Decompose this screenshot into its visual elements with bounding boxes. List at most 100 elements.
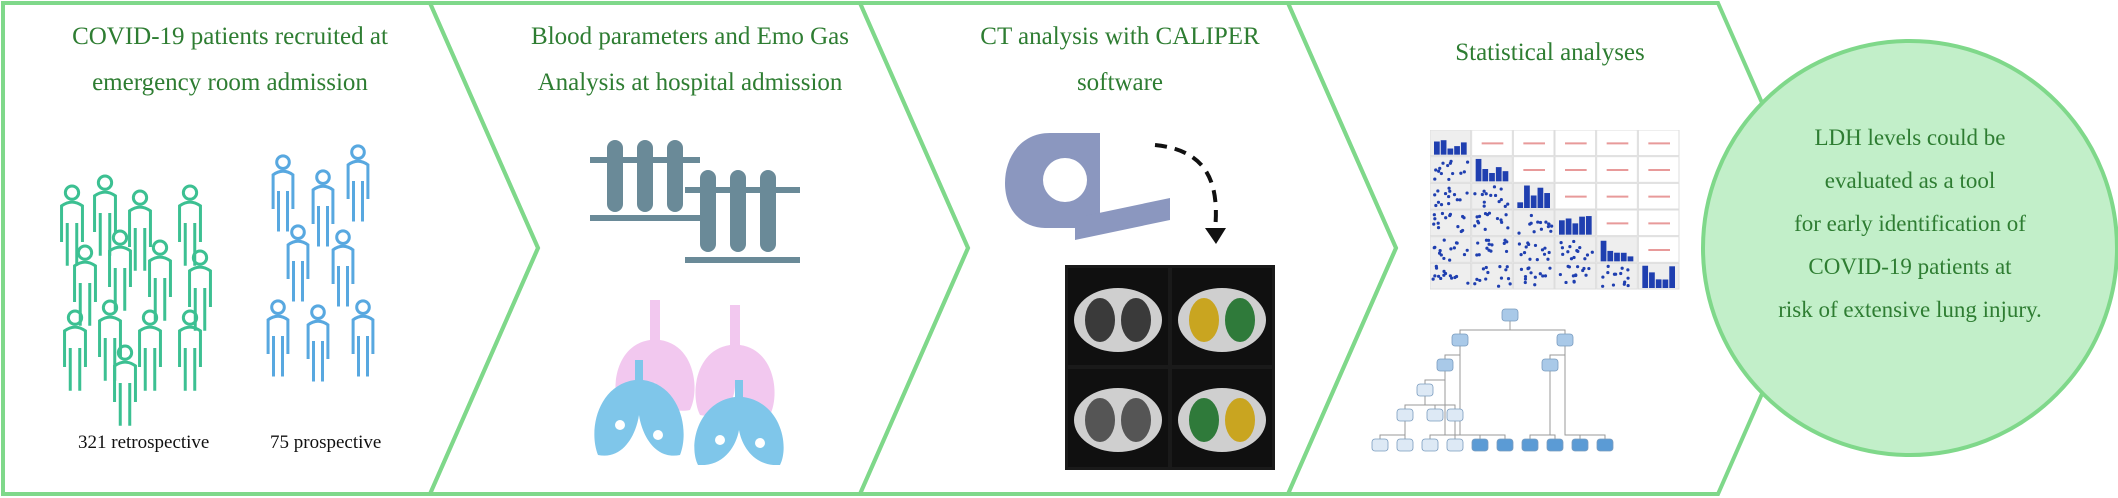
matrix-bar: [1607, 250, 1614, 262]
people-group-icon: [60, 174, 212, 426]
matrix-dot: [1452, 193, 1457, 197]
tree-node: [1416, 383, 1434, 397]
matrix-dot: [1492, 185, 1497, 189]
matrix-dot: [1504, 268, 1508, 272]
matrix-dot: [1493, 193, 1498, 198]
matrix-bar: [1530, 195, 1537, 208]
matrix-dot: [1440, 211, 1445, 216]
tree-edge: [1459, 321, 1511, 334]
matrix-dot: [1526, 241, 1530, 245]
matrix-dot: [1506, 202, 1510, 206]
matrix-dot: [1437, 169, 1441, 173]
matrix-dot: [1517, 242, 1522, 246]
matrix-dot: [1459, 171, 1463, 175]
tree-edge: [1379, 421, 1406, 439]
tree-edge: [1549, 371, 1556, 439]
matrix-dot: [1452, 246, 1456, 250]
tree-edge: [1564, 346, 1606, 439]
matrix-dot: [1538, 272, 1542, 276]
matrix-bar: [1475, 158, 1482, 182]
matrix-bar: [1662, 279, 1669, 288]
matrix-dot: [1433, 217, 1437, 221]
matrix-bar: [1489, 172, 1495, 182]
matrix-dot: [1481, 267, 1486, 271]
matrix-dot: [1560, 246, 1565, 250]
tree-node: [1471, 438, 1489, 452]
matrix-dot: [1523, 277, 1528, 281]
matrix-dot: [1533, 275, 1537, 279]
person-icon: [286, 224, 310, 302]
matrix-bar: [1482, 169, 1489, 182]
matrix-cell: [1471, 182, 1513, 210]
matrix-dot: [1626, 268, 1630, 272]
matrix-dot: [1497, 199, 1501, 204]
person-icon: [178, 184, 202, 266]
matrix-dot: [1505, 265, 1509, 269]
tree-node: [1496, 438, 1514, 452]
ct-scan-images: [1065, 265, 1275, 470]
matrix-bar: [1585, 216, 1592, 235]
person-icon: [128, 189, 152, 271]
tree-node: [1596, 438, 1614, 452]
tree-edge: [1509, 321, 1566, 334]
matrix-bar: [1495, 167, 1502, 182]
arrow-icon: [1154, 143, 1226, 244]
matrix-dot: [1590, 250, 1594, 254]
person-icon: [60, 184, 84, 266]
matrix-dot: [1523, 274, 1528, 279]
matrix-dot: [1442, 269, 1446, 273]
matrix-dot: [1439, 203, 1444, 207]
people-group-icon: [266, 144, 375, 382]
matrix-dot: [1503, 204, 1507, 208]
tree-node: [1521, 438, 1539, 452]
matrix-dot: [1447, 202, 1451, 206]
person-icon: [311, 169, 335, 247]
matrix-dot: [1473, 192, 1477, 196]
conclusion-line-3: for early identification of: [1794, 211, 2026, 236]
matrix-dot: [1524, 245, 1528, 249]
matrix-dot: [1432, 222, 1436, 226]
step-2-title-line-2: Analysis at hospital admission: [537, 69, 843, 96]
matrix-bar: [1642, 265, 1649, 288]
matrix-dot: [1487, 242, 1491, 246]
matrix-bar: [1620, 252, 1627, 262]
matrix-dot: [1448, 258, 1452, 262]
matrix-dot: [1484, 265, 1488, 270]
step-2-title: Blood parameters and Emo Gas Analysis at…: [510, 14, 870, 106]
matrix-dot: [1536, 220, 1540, 224]
matrix-bar: [1627, 256, 1634, 262]
conclusion-line-2: evaluated as a tool: [1824, 168, 1996, 193]
matrix-dot: [1575, 265, 1580, 269]
matrix-dot: [1508, 282, 1512, 286]
matrix-bar: [1447, 148, 1454, 155]
matrix-dot: [1532, 230, 1536, 234]
matrix-dot: [1441, 161, 1445, 165]
person-icon: [188, 249, 212, 331]
matrix-dot: [1436, 200, 1441, 204]
matrix-dot: [1575, 248, 1579, 253]
matrix-dot: [1499, 197, 1503, 202]
matrix-dot: [1519, 253, 1523, 257]
matrix-dot: [1568, 245, 1572, 249]
tree-edge: [1424, 371, 1446, 384]
matrix-dot: [1535, 258, 1539, 262]
matrix-bar: [1524, 185, 1530, 208]
matrix-dot: [1566, 250, 1570, 254]
matrix-dot: [1466, 281, 1470, 285]
matrix-dot: [1547, 250, 1551, 255]
matrix-dot: [1433, 274, 1437, 278]
matrix-dot: [1559, 240, 1563, 245]
matrix-dot: [1506, 277, 1511, 281]
matrix-dot: [1454, 274, 1459, 279]
step-4-title: Statistical analyses: [1360, 30, 1740, 76]
matrix-dot: [1444, 216, 1448, 220]
tree-node: [1501, 308, 1519, 322]
matrix-dot: [1448, 161, 1452, 165]
matrix-dot: [1483, 212, 1488, 216]
matrix-dot: [1442, 238, 1446, 242]
matrix-dot: [1447, 177, 1451, 182]
matrix-dot: [1477, 214, 1482, 219]
matrix-dot: [1522, 251, 1527, 255]
matrix-bar: [1649, 272, 1655, 288]
